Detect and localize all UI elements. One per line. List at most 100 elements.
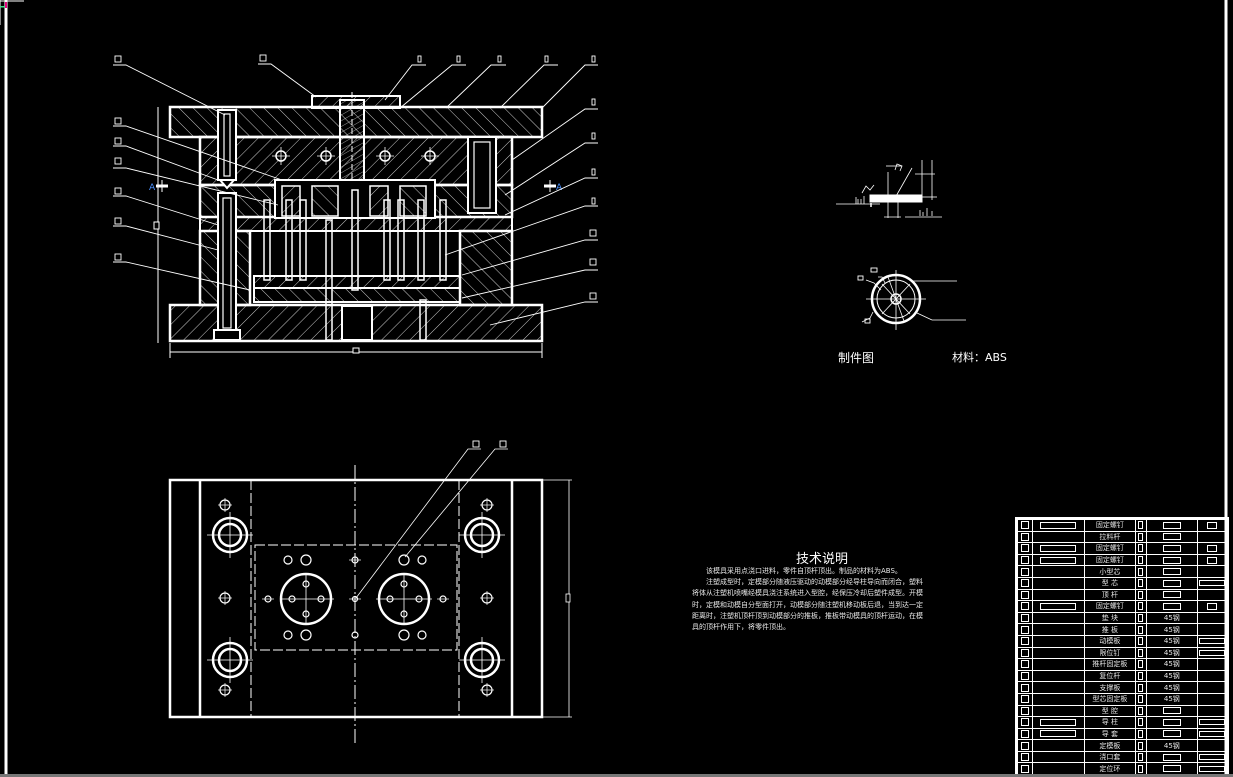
qty-placeholder [1138,672,1144,681]
material-placeholder [1162,521,1181,529]
bom-row[interactable]: 固定螺钉 [1017,553,1227,567]
material-placeholder [1162,765,1181,773]
bom-material-cell [1145,727,1199,741]
bom-note-cell [1197,519,1227,532]
qty-placeholder [1138,590,1144,599]
bom-name-cell: 定位环 [1083,762,1136,776]
qty-placeholder [1138,683,1144,692]
bom-qty-cell [1134,565,1147,578]
bom-qty-cell [1134,519,1147,532]
index-placeholder [1020,556,1029,565]
bom-row[interactable]: 定模板 45钢 [1017,739,1227,752]
standard-placeholder [1040,544,1077,552]
material-placeholder [1162,579,1181,587]
bom-row[interactable]: 型 腔 [1017,704,1227,718]
bom-row[interactable]: 拉料杆 [1017,530,1227,544]
index-placeholder [1020,637,1029,646]
bom-row[interactable]: 导 套 [1017,727,1227,741]
bom-index-cell [1017,716,1033,729]
bom-row[interactable]: 垫 块 45钢 [1017,611,1227,625]
bom-note-cell [1197,727,1227,741]
index-placeholder [1020,521,1029,530]
bom-material-cell: 45钢 [1145,611,1199,625]
plan-view[interactable] [168,440,572,745]
bom-note-cell [1197,750,1227,764]
bom-qty-cell [1134,553,1147,567]
bom-name-cell: 顶 杆 [1083,588,1136,602]
bom-qty-cell [1134,623,1147,636]
bom-qty-cell [1134,646,1147,660]
bom-qty-cell [1134,588,1147,602]
bom-material-cell: 45钢 [1145,623,1199,636]
bom-standard-cell [1031,623,1085,636]
bom-row[interactable]: 型 芯 [1017,576,1227,590]
section-marker-left: A [149,183,156,193]
bom-row[interactable]: 推 板 45钢 [1017,623,1227,636]
bom-standard-cell [1031,750,1085,764]
qty-placeholder [1138,521,1144,530]
note-placeholder [1207,521,1218,529]
bom-row[interactable]: 固定螺钉 [1017,542,1227,555]
bom-row[interactable]: 顶 杆 [1017,588,1227,602]
bom-name-cell: 复位杆 [1083,669,1136,683]
qty-placeholder [1138,637,1144,646]
bom-material-cell [1145,750,1199,764]
qty-placeholder [1138,729,1144,738]
qty-placeholder [1138,544,1144,553]
section-callouts[interactable] [113,54,598,326]
qty-placeholder [1138,753,1144,762]
index-placeholder [1020,625,1029,634]
bom-qty-cell [1134,669,1147,683]
bom-standard-cell [1031,692,1085,706]
material-label: 材料：ABS [952,351,1007,364]
qty-placeholder [1138,718,1144,727]
bom-name-cell: 垫 块 [1083,611,1136,625]
bom-standard-cell [1031,681,1085,694]
bom-note-cell [1197,669,1227,683]
bom-material-cell: 45钢 [1145,739,1199,752]
index-placeholder [1020,706,1029,715]
bom-name-cell: 型芯固定板 [1083,692,1136,706]
qty-placeholder [1138,579,1144,588]
bom-row[interactable]: 固定螺钉 [1017,600,1227,613]
material-placeholder [1162,753,1181,761]
section-view[interactable] [153,92,556,358]
index-placeholder [1020,660,1029,669]
index-placeholder [1020,695,1029,704]
note-placeholder [1207,556,1218,564]
bom-row[interactable]: 导 柱 [1017,716,1227,729]
bom-row[interactable]: 固定螺钉 [1017,519,1227,532]
bom-standard-cell [1031,739,1085,752]
bom-material-cell [1145,565,1199,578]
bom-row[interactable]: 小型芯 [1017,565,1227,578]
bom-note-cell [1197,646,1227,660]
qty-placeholder [1138,660,1144,669]
bom-name-cell: 推杆固定板 [1083,658,1136,671]
bom-material-cell: 45钢 [1145,669,1199,683]
bom-qty-cell [1134,576,1147,590]
note-placeholder [1199,719,1226,726]
bom-row[interactable]: 浇口套 [1017,750,1227,764]
bom-standard-cell [1031,565,1085,578]
material-placeholder [1162,568,1181,576]
qty-placeholder [1138,764,1144,773]
qty-placeholder [1138,614,1144,623]
bom-name-cell: 推 板 [1083,623,1136,636]
bom-qty-cell [1134,681,1147,694]
part-drawing[interactable] [836,160,966,330]
bom-row[interactable]: 复位杆 45钢 [1017,669,1227,683]
material-placeholder [1162,556,1181,564]
qty-placeholder [1138,625,1144,634]
bom-name-cell: 定模板 [1083,739,1136,752]
bom-row[interactable]: 定位环 [1017,762,1227,776]
bom-index-cell [1017,519,1033,532]
index-placeholder [1020,579,1029,588]
bom-index-cell [1017,704,1033,718]
bom-qty-cell [1134,658,1147,671]
